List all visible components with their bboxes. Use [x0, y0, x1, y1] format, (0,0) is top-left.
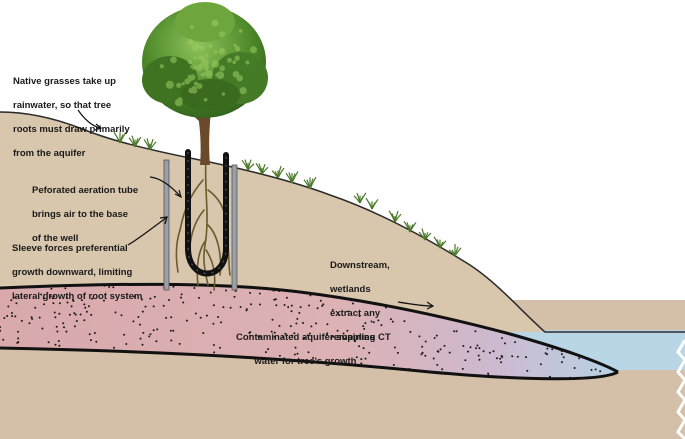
annotation-wetlands: Downstream, wetlands extract any remaini…: [330, 260, 391, 343]
annotation-aquifer: Contaminated aquifer supplies water for …: [236, 332, 375, 367]
arrow-icon: [77, 109, 435, 310]
section-break: [676, 339, 685, 439]
ground-surface: [0, 111, 685, 333]
contaminated-aquifer: [0, 282, 619, 381]
annotation-aeration-tube: Peforated aeration tube brings air to th…: [32, 185, 139, 244]
annotation-native-grasses: Native grasses take up rainwater, so tha…: [13, 76, 130, 159]
tree-icon: [142, 2, 268, 165]
hillside-soil: [0, 112, 545, 332]
annotation-sleeve: Sleeve forces preferential growth downwa…: [12, 243, 143, 302]
perforated-tube-icon: [185, 149, 229, 277]
sleeve-icon: [163, 159, 238, 291]
wetland-water: [490, 330, 685, 370]
grass-tuft-icon: [113, 131, 462, 257]
